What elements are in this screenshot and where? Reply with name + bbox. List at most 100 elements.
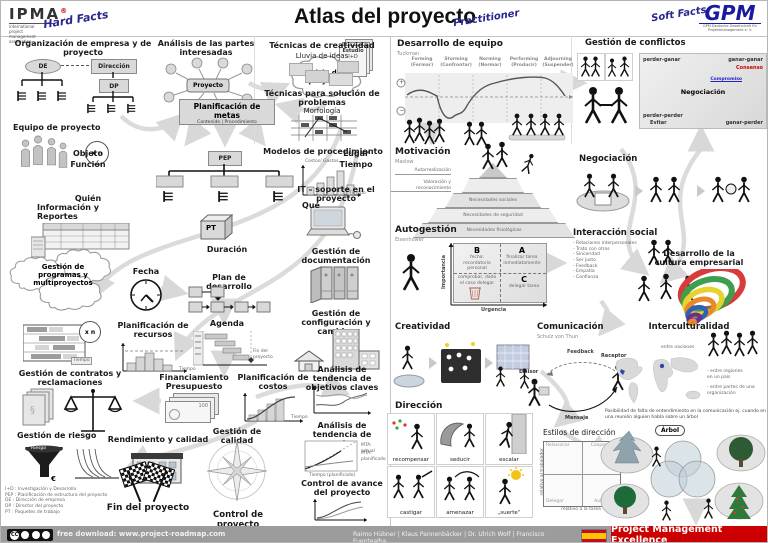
eisenhower-b: B [473,246,481,255]
modelos-chart: Costos/ Gastos Tiempo [297,159,367,199]
recursos-histogram-icon [121,343,187,373]
authors-credit: Raimo Hübner | Klaus Pannenbäcker | Dr. … [353,531,545,543]
section-intercultural-title: Interculturalidad [648,322,730,332]
tuckman-phase-performing: Performing (Producir) [509,57,539,68]
multigantt-xlabel: Tiempo [71,357,92,365]
risk-eur-label: € [51,475,56,483]
conflict-evitar: Evitar [650,120,667,126]
modelos-ylabel: Costos/ Gastos [305,159,339,164]
siglas-item-1: PEP : Planificación de estructura del pr… [5,492,108,498]
section-gestion-calidad-title: Gestión de calidad [212,427,262,446]
avance-chart-icon [313,499,367,522]
estilos-xlabel: relativo a la tarea [561,507,601,512]
section-documentacion-title: Gestión de documentación [301,247,371,266]
pme-badge-text: Project Management Excellence [611,524,723,543]
creatividad-scenes [393,335,533,391]
risk-funnel-label: Riesgo [31,446,47,451]
comunicacion-mensaje-label: Mensaje [565,415,589,421]
gpm-logo: GPM GPM Deutsche Gesellschaft für Projek… [699,3,761,32]
conflict-ganar-perder: ganar-perder [725,120,763,126]
ipma-logo-text: IPMA® [9,5,70,23]
multiproject-gantt-icon: Tiempo x n [23,321,101,365]
section-modelos-title: Modelos de procedimiento [263,147,383,156]
communication-loop: Feedback Emisor Receptor Mensaje [519,341,631,425]
duracion-label: Duración [206,245,248,254]
interaccion-item-0: - Relaciones interpersonales [573,241,637,246]
intercultural-figures [707,329,759,357]
header-rule [1,36,767,37]
estudio-sublabel: I+D [348,54,358,60]
metas-title: Planificación de metas [193,102,261,120]
cc-by-icon [21,531,30,539]
eisenhower-xlabel: Urgencia [481,307,507,313]
eisenhower-axes [448,243,547,308]
conflict-figures [577,53,633,133]
eisenhower-low-text: comprobar, dado el caso delegar [457,275,497,286]
section-negociacion-title: Negociación [579,154,638,164]
section-comunicacion-title: Comunicación [537,322,604,332]
eisenhower-ylabel: Importancia [440,255,447,289]
maslow-label-valoracion: Valoración y reconocimiento [391,180,451,193]
tendencia-costos-l1: MTA: actual [361,443,375,454]
section-rendimiento-title: Rendimiento y calidad [107,435,209,444]
estilos-tl-label: Relacionar [546,443,570,448]
siglas-legend: I+D : Investigación y Desarrollo PEP : P… [5,487,155,515]
programas-clouds: Gestión de programas y multiproyectos [5,247,135,315]
cc-license-badge: CC [7,529,53,541]
section-recursos-title: Planificación de recursos [117,321,189,340]
risk-funnel-icon: Riesgo € [23,445,73,485]
direccion-panel-escalar: escalar [485,413,533,465]
compass-rose-icon [206,440,268,502]
eisenhower-c-text: delegar tarea [508,284,540,289]
arbol-scene: Árbol [599,425,767,525]
buildings-icon [293,329,380,372]
riesgo-title-text: Gestión de riesgo [17,431,97,440]
section-stakeholders-title: Análisis de las partes interesadas [157,39,255,58]
maslow-author: Maslow [395,159,414,165]
tuckman-plus: + [399,79,405,86]
tendencia-costos-chart: MTA: actual MTA: planificado Tiempo (pla… [301,439,387,478]
left-column-divider [254,36,255,144]
tuckman-phase-adjourning: Adjourning (Suspender) [542,57,574,68]
ipma-reg-mark: ® [60,7,70,15]
interaccion-item-1: - Trato con otros [573,246,610,252]
org-node-direccion: Dirección [91,59,137,74]
maslow-climbers [481,141,537,175]
maslow-level-social: Necesidades sociales [445,193,541,208]
metas-box: Planificación de metas Contenido | Proce… [179,99,275,125]
banknote-value: 100 [198,403,208,409]
metas-subtitle: Contenido | Procedimiento [197,120,257,125]
eisenhower-c: C [521,275,527,284]
tuckman-figures [401,113,581,147]
contracts-icon: § [22,388,123,432]
maslow-label-autorrealizacion: Autorrealización [395,168,451,175]
page-title: Atlas del proyecto [293,5,477,28]
free-download-link[interactable]: free download: www.project-roadmap.com [57,530,226,538]
conflict-perder-perder: perder-perder [643,113,683,119]
section-informacion-title: Información y Reportes [37,203,100,222]
svg-text:§: § [30,405,35,416]
laptop-icon [306,206,361,239]
section-direccion-title: Dirección [395,401,443,411]
eisenhower-b-text: fecha: recordatorio personal [463,255,491,272]
maslow-level-estima [462,178,524,193]
section-it-title: IT – soporte en el proyecto [297,185,375,204]
schulz-von-thun-author: Schulz von Thun [537,334,579,340]
org-node-de: DE [25,59,61,74]
org-tree-lines2 [92,91,134,102]
eisenhower-a-text: finalizar tarea inmediatamente [503,255,541,266]
section-solucion-problemas-title: Técnicas para solución de problemas [264,89,380,108]
control-de-proyecto-label: Control de proyecto [213,510,263,530]
programas-label: Gestión de programas y multiproyectos [33,263,93,288]
lluvia-de-ideas-label: Lluvia de ideas [295,52,349,60]
org-team-icons-right [87,103,136,114]
pt-cube: PT [197,213,235,241]
plan-desarrollo-label: Plan de desarrollo [206,273,252,292]
conflict-consenso: Consenso [735,65,763,71]
agenda-gantt-icon: Fin del proyecto [193,331,273,369]
section-conflictos-title: Gestión de conflictos [585,38,686,48]
section-interaccion-title: Interacción social [573,228,658,238]
conflict-quadrant: perder-ganar ganar-ganar Consenso Compro… [639,53,767,129]
eisenhower-matrix: B fecha: recordatorio personal A finaliz… [441,243,549,313]
